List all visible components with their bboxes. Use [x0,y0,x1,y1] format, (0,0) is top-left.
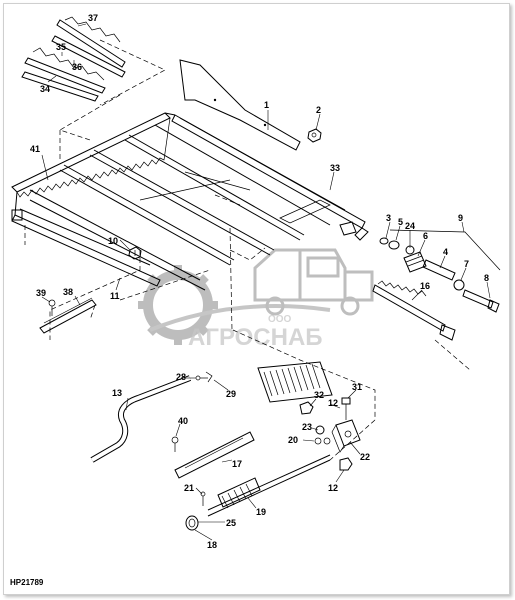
callout-41: 41 [30,144,40,154]
callout-3: 3 [386,213,391,223]
callout-12-lower: 12 [328,483,338,493]
callout-39: 39 [36,288,46,298]
watermark-logo: ООО АГРОСНАБ [138,248,374,351]
callout-17: 17 [232,459,242,469]
callout-8: 8 [484,273,489,283]
part-13-crank [90,375,192,463]
callout-40: 40 [178,416,188,426]
callout-13: 13 [112,388,122,398]
callout-1: 1 [264,100,269,110]
part-32-nut [299,401,314,415]
watermark-small-text: ООО [268,314,292,325]
callout-16: 16 [420,281,430,291]
main-frame [11,112,369,291]
callout-4: 4 [443,247,448,257]
part-40-bolt [171,436,179,452]
callout-6: 6 [423,231,428,241]
part-20-pin [314,437,331,445]
grille-cover [257,361,333,403]
callout-36: 36 [72,62,82,72]
callout-22: 22 [360,452,370,462]
part-10-nut [128,246,142,260]
callout-7: 7 [464,259,469,269]
part-2-nut [307,128,322,143]
callout-25: 25 [226,518,236,528]
leader-lines [41,23,491,541]
part-35-strip [21,47,106,102]
callout-labels: 37 35 36 34 1 2 41 33 3 5 24 9 6 4 7 8 1… [30,13,489,550]
part-31-bolt [341,397,351,420]
part-1-plate [179,59,301,151]
callout-31: 31 [352,382,362,392]
part-19-spring-rod [207,454,331,517]
callout-34: 34 [40,84,50,94]
callout-35: 35 [56,42,66,52]
callout-19: 19 [256,507,266,517]
callout-38: 38 [63,287,73,297]
callout-2: 2 [316,105,321,115]
part-38-bar [39,297,97,334]
part-28-pin [195,371,213,383]
part-39-bolt [48,299,56,316]
part-23-washer [315,425,325,435]
part-37-strip [51,16,126,78]
callout-10: 10 [108,236,118,246]
figure-id: HP21789 [10,578,44,587]
callout-23: 23 [302,422,312,432]
part-21-pin [200,491,206,506]
callout-28: 28 [176,372,186,382]
callout-24: 24 [405,221,415,231]
shaft-assembly [379,229,501,313]
assembly-dashed-lines [24,39,471,461]
callout-21: 21 [184,483,194,493]
part-17-bar [174,431,255,479]
callout-29: 29 [226,389,236,399]
part-12b-nut [339,457,353,471]
callout-32: 32 [314,390,324,400]
callout-5: 5 [398,217,403,227]
part-16-bar [372,280,456,341]
callout-33: 33 [330,163,340,173]
callout-37: 37 [88,13,98,23]
callout-11: 11 [110,291,120,301]
part-22-block [331,419,361,453]
callout-20: 20 [288,435,298,445]
part-18-bushing [185,515,199,531]
callout-18: 18 [207,540,217,550]
callout-9: 9 [458,213,463,223]
truck-icon [253,248,374,316]
callout-12-upper: 12 [328,398,338,408]
watermark-text: АГРОСНАБ [188,324,323,351]
